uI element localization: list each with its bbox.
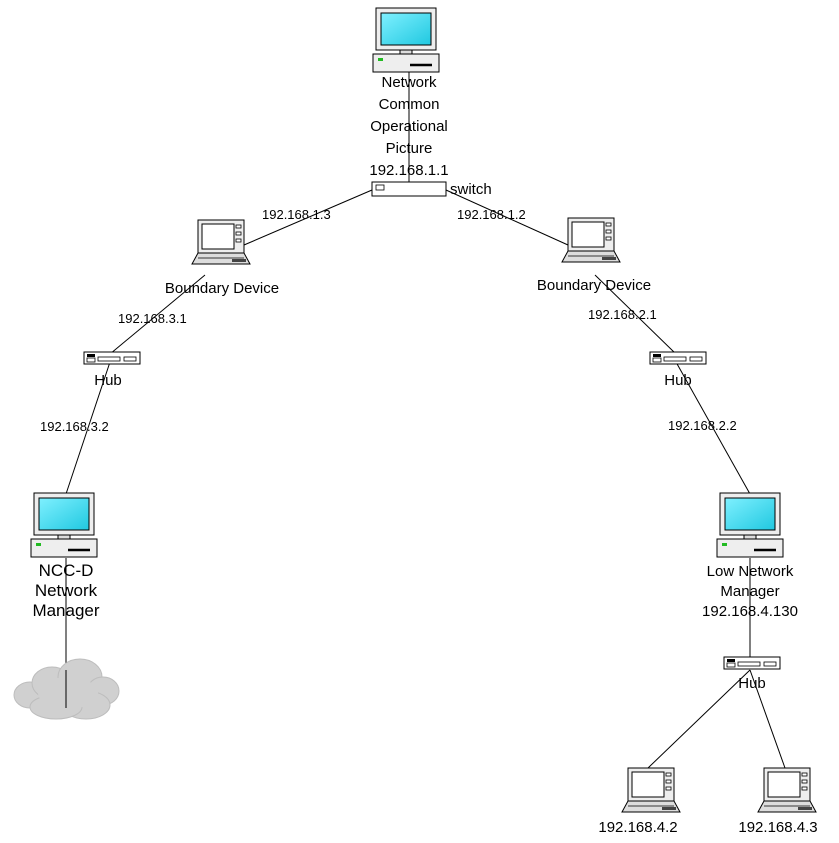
switch-left-boundary-link — [243, 189, 373, 246]
right-hub-label: Hub — [664, 372, 692, 389]
hub-client2-link — [749, 669, 786, 769]
left-hub-label: Hub — [94, 372, 122, 389]
switch-label: switch — [450, 181, 492, 198]
right-boundary-laptop-icon[interactable] — [561, 217, 621, 263]
switch-right-ip: 192.168.1.2 — [457, 207, 526, 222]
client2-laptop-icon[interactable] — [757, 767, 817, 813]
low-nm-line-2: Manager — [720, 583, 779, 600]
low-nm-label: Low Network Manager 192.168.4.130 — [702, 563, 798, 620]
left-hub-ncc-link — [65, 361, 111, 495]
cloud-icon — [13, 658, 120, 720]
ncc-d-line-2: Network — [35, 581, 98, 600]
ncc-d-computer-icon[interactable] — [29, 491, 99, 559]
nccp-line-3: Operational — [370, 118, 448, 135]
right-hub-icon[interactable] — [649, 351, 707, 365]
right-bd-hub-ip: 192.168.2.1 — [588, 307, 657, 322]
ncc-d-line-3: Manager — [32, 601, 99, 620]
left-boundary-laptop-icon[interactable] — [191, 219, 251, 265]
nccp-computer-icon[interactable] — [371, 6, 441, 74]
nccp-line-1: Network — [381, 74, 437, 91]
hub-client1-link — [647, 669, 751, 769]
right-boundary-hub-link — [594, 274, 677, 355]
left-boundary-label: Boundary Device — [165, 280, 279, 297]
low-nm-computer-icon[interactable] — [715, 491, 785, 559]
left-hub-ncc-ip: 192.168.3.2 — [40, 419, 109, 434]
ncc-d-line-1: NCC-D — [39, 561, 94, 580]
nccp-label: Network Common Operational Picture 192.1… — [369, 74, 448, 179]
left-hub-icon[interactable] — [83, 351, 141, 365]
bottom-hub-label: Hub — [738, 675, 766, 692]
low-nm-line-1: Low Network — [707, 563, 794, 580]
client2-ip: 192.168.4.3 — [738, 819, 817, 836]
right-hub-lnm-link — [675, 361, 751, 495]
nccp-line-2: Common — [379, 96, 440, 113]
links — [65, 72, 786, 769]
client1-laptop-icon[interactable] — [621, 767, 681, 813]
nccp-line-4: Picture — [386, 140, 433, 157]
right-hub-lnm-ip: 192.168.2.2 — [668, 418, 737, 433]
switch-left-ip: 192.168.1.3 — [262, 207, 331, 222]
client1-ip: 192.168.4.2 — [598, 819, 677, 836]
nccp-ip: 192.168.1.1 — [369, 162, 448, 179]
switch-icon[interactable] — [371, 181, 447, 197]
low-nm-ip: 192.168.4.130 — [702, 603, 798, 620]
bottom-hub-icon[interactable] — [723, 656, 781, 670]
left-boundary-hub-link — [109, 274, 206, 355]
ncc-d-label: NCC-D Network Manager — [32, 561, 99, 620]
right-boundary-label: Boundary Device — [537, 277, 651, 294]
left-bd-hub-ip: 192.168.3.1 — [118, 311, 187, 326]
switch-right-boundary-link — [445, 189, 569, 246]
